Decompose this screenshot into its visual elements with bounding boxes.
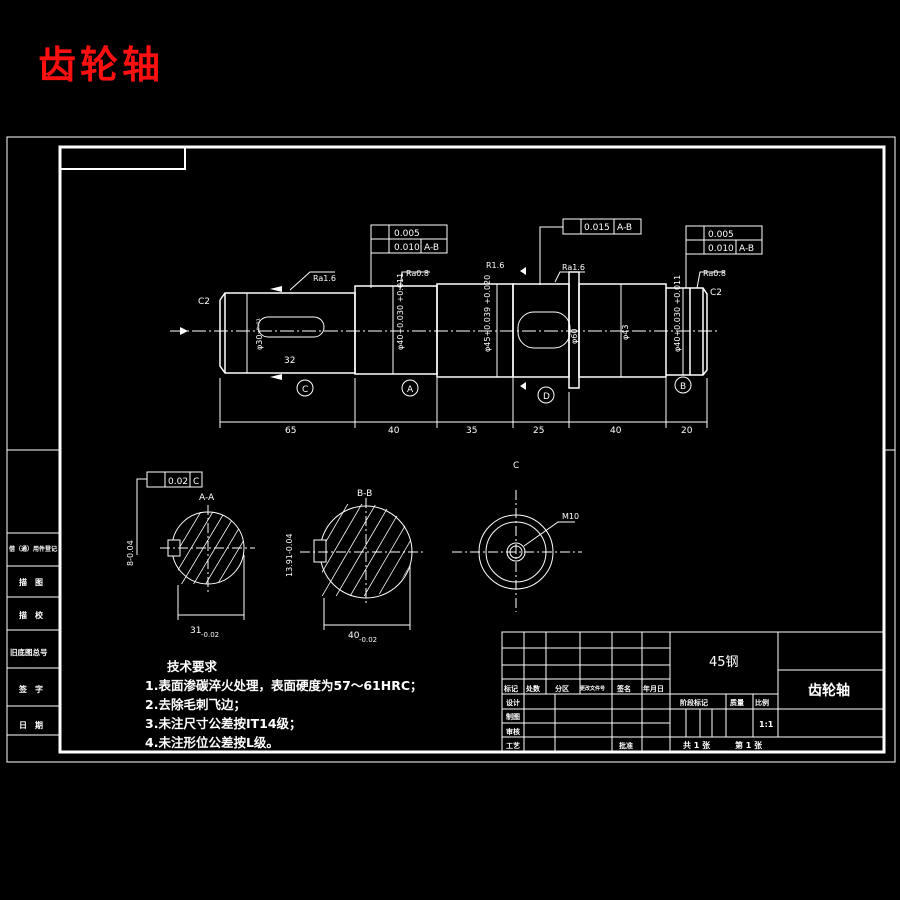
rough-1: Ra1.6	[313, 274, 336, 283]
tol-left-1: 0.005	[394, 229, 420, 239]
bb-height: 13.91-0.04	[285, 533, 294, 577]
aa-width: 31	[190, 626, 201, 636]
datum-d: D	[543, 392, 550, 402]
stage: 阶段标记	[680, 698, 708, 707]
bb-width-tol: -0.02	[359, 636, 377, 644]
chamfer-right: C2	[710, 288, 722, 298]
technical-requirements: 技术要求 1.表面渗碳淬火处理，表面硬度为57～61HRC； 2.去除毛刺飞边；…	[145, 657, 423, 752]
hdr-count: 处数	[525, 684, 541, 693]
tol-sym: 0.02	[168, 477, 188, 487]
datum-b: B	[680, 382, 686, 392]
hdr-sign: 签名	[616, 684, 631, 693]
tol-right-2: 0.010	[708, 244, 734, 254]
len-3: 35	[466, 426, 477, 436]
sheet-no: 第 1 张	[735, 740, 763, 750]
keyway-mid	[517, 311, 571, 349]
label-bb: B-B	[357, 489, 372, 499]
dia-3: φ45+0.039 +0.020	[483, 275, 492, 352]
tol-mid: 0.015	[584, 223, 610, 233]
section-bb	[300, 498, 425, 630]
len-6: 20	[681, 426, 693, 436]
strip-6: 日 期	[19, 720, 43, 730]
hdr-date: 年月日	[643, 684, 664, 693]
dia-7: φ40+0.030 +0.011	[673, 275, 682, 352]
tol-left-datum: A-B	[424, 243, 439, 253]
rough-4: Ra1.6	[562, 263, 585, 272]
len-1: 65	[285, 426, 296, 436]
tol-mid-datum: A-B	[617, 223, 632, 233]
dia-2: φ40+0.030 +0.011	[396, 273, 405, 350]
row-draw: 制图	[506, 712, 520, 721]
sheets: 共 1 张	[683, 740, 711, 750]
dia-6: φ43	[621, 325, 630, 340]
datum-c: C	[302, 385, 308, 395]
tol-right-1: 0.005	[708, 230, 734, 240]
dia-1: φ30⁻⁰·⁰¹	[255, 318, 264, 350]
datum-a: A	[407, 385, 414, 395]
chamfer-left: C2	[198, 297, 210, 307]
key-len: 32	[284, 356, 295, 366]
strip-2: 描 图	[19, 577, 43, 587]
tol-sym-datum: C	[193, 477, 199, 487]
length-dims	[219, 378, 708, 428]
len-5: 40	[610, 426, 622, 436]
approve: 批准	[619, 741, 633, 750]
hdr-doc: 更改文件号	[580, 685, 605, 692]
len-2: 40	[388, 426, 400, 436]
label-c: C	[513, 461, 519, 471]
bb-width: 40	[348, 631, 360, 641]
tol-frames	[136, 218, 763, 555]
section-aa	[160, 505, 255, 620]
rough-2: Ra0.8	[406, 269, 429, 278]
tech-heading: 技术要求	[167, 659, 218, 674]
strip-3: 描 校	[19, 610, 44, 620]
len-4: 25	[533, 426, 544, 436]
hdr-zone: 分区	[555, 684, 569, 693]
row-check: 审核	[506, 727, 520, 736]
tech-item-2: 2.去除毛刺飞边；	[145, 697, 246, 712]
drawing-name: 齿轮轴	[808, 682, 850, 699]
tol-left-2: 0.010	[394, 243, 420, 253]
left-strip	[6, 532, 61, 736]
strip-1: 借（通）用件登记	[8, 545, 57, 553]
scale: 1:1	[759, 720, 774, 729]
arrows	[180, 267, 526, 390]
weight: 质量	[730, 698, 744, 707]
strip-4: 旧底图总号	[10, 647, 48, 657]
shaft-outline	[219, 271, 708, 389]
keyway-left	[257, 316, 325, 338]
tech-item-4: 4.未注形位公差按L级。	[145, 735, 279, 750]
aa-height: 8-0.04	[126, 540, 135, 566]
drawing-no-box	[59, 146, 186, 170]
thread-m10: M10	[562, 512, 579, 521]
scale-label: 比例	[755, 698, 769, 707]
tech-item-1: 1.表面渗碳淬火处理，表面硬度为57～61HRC；	[145, 678, 423, 693]
tol-right-datum: A-B	[739, 244, 754, 254]
aa-width-tol: -0.02	[201, 631, 219, 639]
rough-5: Ra0.8	[703, 269, 726, 278]
dia-5: φ60	[570, 329, 579, 344]
material: 45钢	[709, 655, 739, 670]
row-design: 设计	[506, 698, 520, 707]
row-process: 工艺	[506, 741, 520, 750]
title-block	[501, 631, 885, 753]
page-title: 齿轮轴	[38, 42, 165, 87]
hdr-mark: 标记	[503, 684, 518, 693]
strip-5: 签 字	[18, 684, 43, 694]
section-c	[452, 490, 582, 612]
rough-3: R1.6	[486, 261, 504, 270]
tech-item-3: 3.未注尺寸公差按IT14级；	[145, 716, 302, 731]
label-aa: A-A	[199, 493, 215, 503]
